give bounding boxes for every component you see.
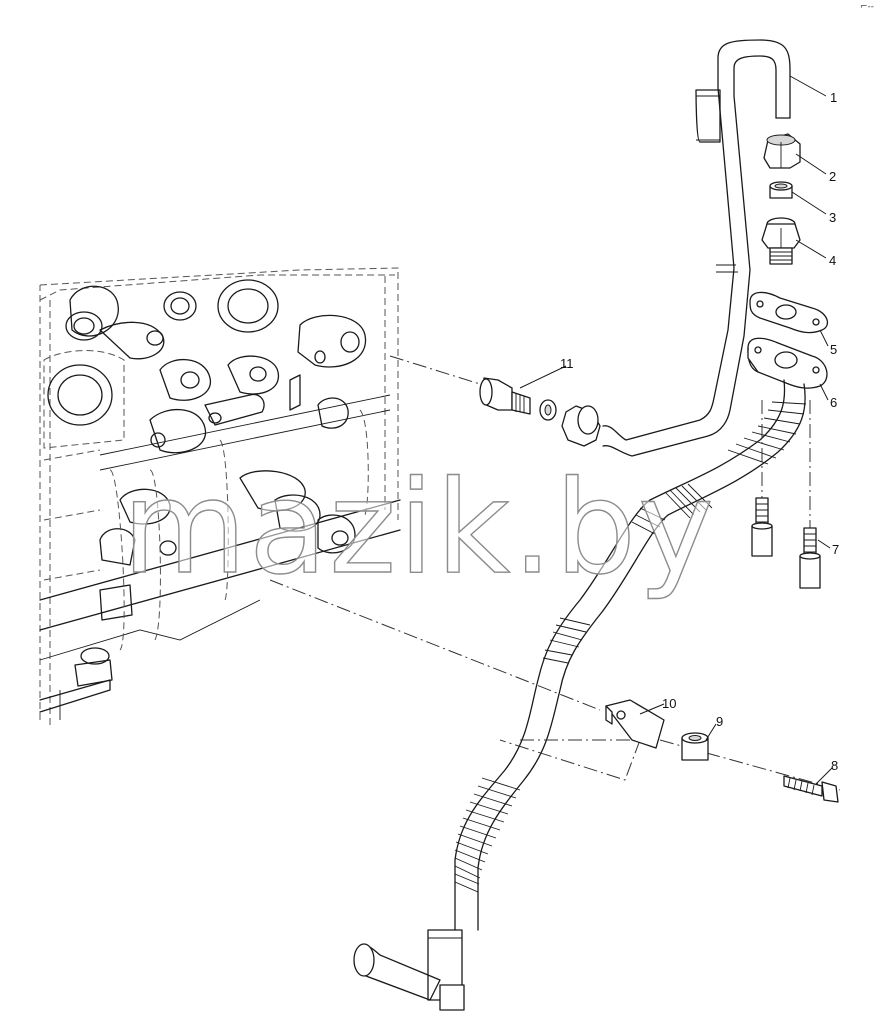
oil-feed-tube [602, 39, 791, 457]
part-3-ring [769, 181, 793, 199]
corner-mark: ⌐-- [859, 2, 874, 12]
callout-8: 8 [831, 758, 838, 773]
callout-4: 4 [829, 253, 836, 268]
callout-3: 3 [829, 210, 836, 225]
callout-numbers: 1 2 3 4 5 6 7 8 9 10 11 [560, 90, 839, 773]
part-7-studs [751, 400, 821, 589]
callout-6: 6 [830, 395, 837, 410]
part-5-gasket [749, 291, 829, 334]
callout-10: 10 [662, 696, 676, 711]
parts-8-9-10-bracket [269, 579, 841, 803]
part-11-fitting [389, 355, 601, 447]
callout-2: 2 [829, 169, 836, 184]
part-2-nut [763, 133, 801, 169]
engine-block [39, 267, 401, 725]
callout-11: 11 [560, 356, 574, 371]
watermark-text: mazik.by [122, 454, 716, 603]
callout-9: 9 [716, 714, 723, 729]
callout-5: 5 [830, 342, 837, 357]
part-6-flange [747, 337, 828, 389]
callout-7: 7 [832, 542, 839, 557]
part-4-adapter [761, 217, 801, 265]
callout-1: 1 [830, 90, 837, 105]
callout-leaders [519, 75, 833, 785]
oil-return-hose [353, 379, 807, 1011]
